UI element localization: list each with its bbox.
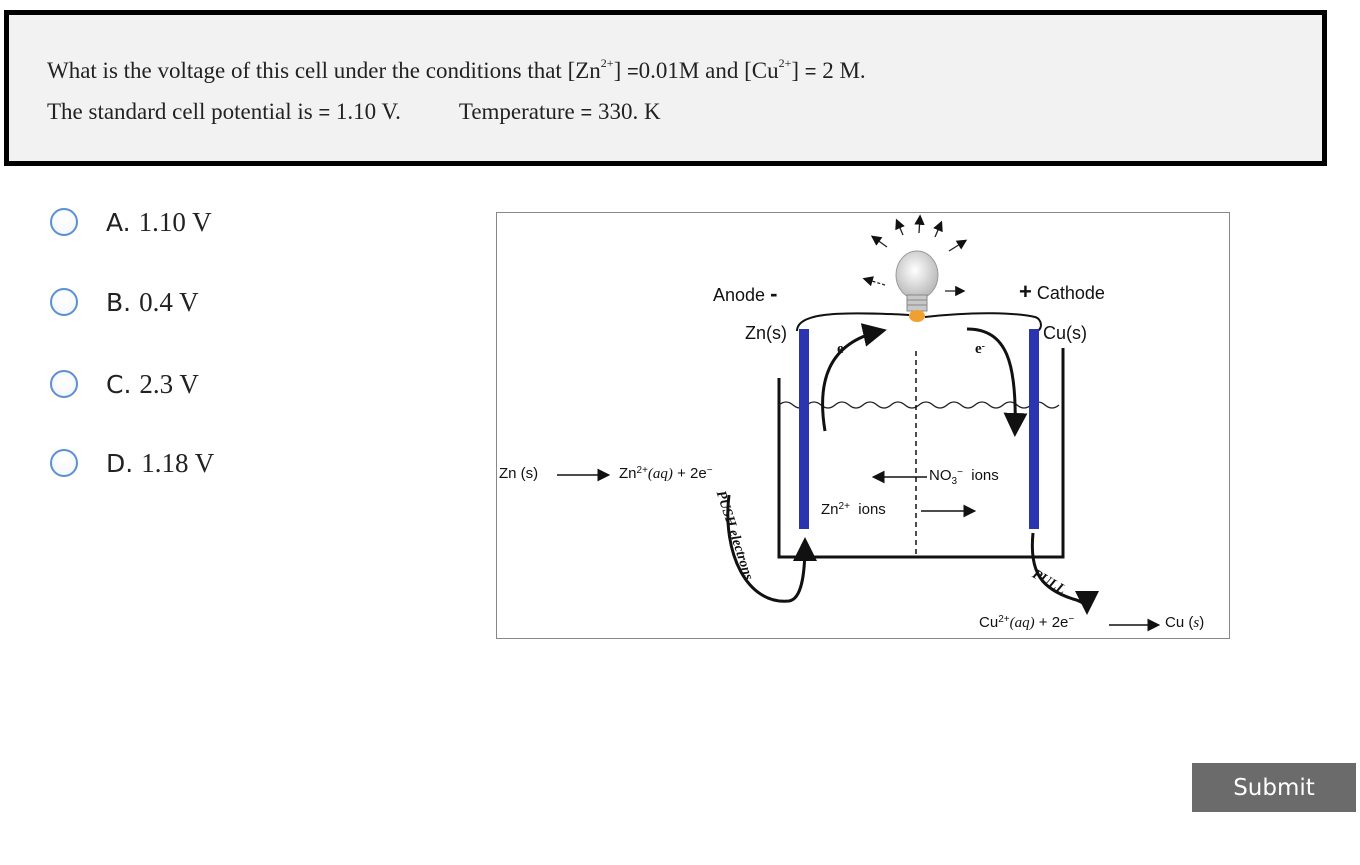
push-arrow (726, 494, 817, 603)
option-d-radio[interactable] (50, 449, 78, 477)
option-a[interactable]: A. 1.10 V (50, 205, 212, 239)
option-d-text: 1.18 V (141, 447, 215, 478)
cell-drawing (557, 214, 1161, 632)
nitrate-ions-label: NO3− ions (929, 467, 999, 487)
electron-arrow-right (966, 327, 1028, 437)
option-a-text: 1.10 V (138, 206, 212, 237)
question-line-1: What is the voltage of this cell under t… (47, 56, 866, 83)
electron-left-label: e- (837, 341, 848, 357)
cathode-label: + Cathode (1019, 279, 1105, 304)
question-line-2: The standard cell potential is = 1.10 V.… (47, 99, 661, 124)
water-surface (778, 401, 1060, 409)
option-d-letter: D. (106, 448, 134, 478)
option-c-text: 2.3 V (139, 368, 199, 399)
option-c-letter: C. (106, 369, 132, 399)
wire-left (796, 312, 910, 332)
option-c-radio[interactable] (50, 370, 78, 398)
option-c[interactable]: C. 2.3 V (50, 367, 199, 401)
option-a-radio[interactable] (50, 208, 78, 236)
electron-right-label: e- (975, 341, 986, 357)
option-a-letter: A. (106, 207, 131, 237)
galvanic-cell-diagram: Anode - + Cathode Zn(s) Cu(s) e- e- Zn (… (496, 212, 1230, 639)
wire-right (924, 312, 1042, 332)
zinc-ions-label: Zn2+ ions (821, 501, 886, 518)
option-d[interactable]: D. 1.18 V (50, 446, 214, 480)
question-box: What is the voltage of this cell under t… (4, 10, 1327, 166)
cu-electrode-label: Cu(s) (1043, 323, 1087, 343)
pull-arrow (1030, 532, 1099, 615)
light-rays (862, 214, 968, 297)
submit-button[interactable]: Submit (1192, 763, 1356, 812)
beaker (777, 348, 1065, 559)
zinc-electrode (799, 329, 809, 529)
cathode-eq-right: Cu (s) (1165, 614, 1205, 631)
copper-electrode (1029, 329, 1039, 529)
option-b-text: 0.4 V (139, 286, 199, 317)
cathode-eq-left: Cu2+(aq) + 2e− (979, 614, 1075, 631)
zn-electrode-label: Zn(s) (745, 323, 787, 343)
option-b-radio[interactable] (50, 288, 78, 316)
electron-arrow-left (821, 323, 887, 432)
option-b-letter: B. (106, 287, 132, 317)
option-b[interactable]: B. 0.4 V (50, 285, 199, 319)
anode-eq-left: Zn (s) (499, 465, 539, 482)
anode-label: Anode - (713, 281, 778, 306)
anode-eq-right: Zn2+(aq) + 2e− (619, 465, 713, 482)
light-bulb-icon (895, 250, 939, 322)
